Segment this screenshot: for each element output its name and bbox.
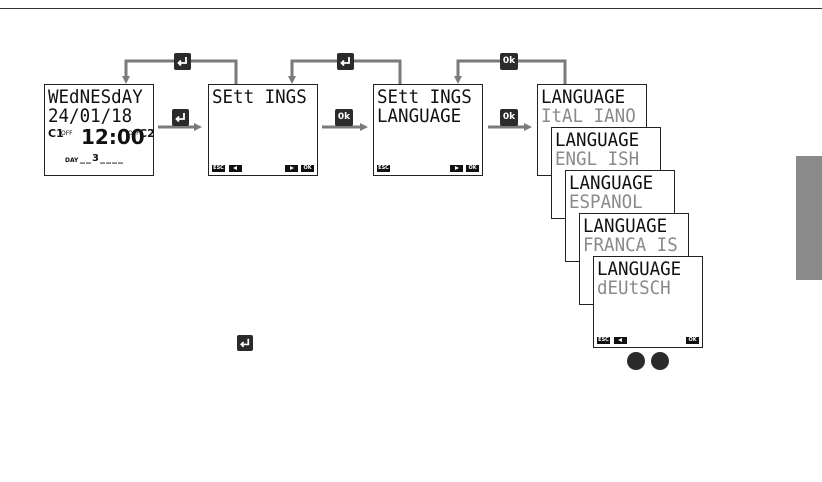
left-arrow-tag bbox=[614, 337, 627, 344]
home-date-text: 24/01/18 bbox=[48, 107, 132, 126]
settings-language-screen: SEtt INGS LANGUAGE ESC OK bbox=[373, 84, 483, 176]
right-arrow-tag bbox=[285, 165, 298, 172]
enter-key-forward[interactable] bbox=[172, 109, 189, 126]
language-value: dEUtSCH bbox=[597, 279, 671, 298]
day-value: __3____ bbox=[80, 153, 124, 164]
settings-title: SEtt INGS bbox=[212, 88, 307, 107]
right-arrow-tag bbox=[450, 165, 463, 172]
ok-key-forward-2[interactable]: 0k bbox=[500, 109, 518, 126]
channel2-label: C2 bbox=[139, 127, 155, 140]
enter-icon bbox=[237, 335, 253, 351]
language-value: ESPANOL bbox=[569, 193, 643, 212]
off2-label: OFF bbox=[128, 130, 140, 137]
esc-tag: ESC bbox=[212, 165, 225, 172]
enter-key-back-1[interactable] bbox=[174, 53, 191, 70]
esc-tag: ESC bbox=[377, 165, 390, 172]
day-label: DAY bbox=[65, 157, 78, 164]
ok-key-back-3[interactable]: 0k bbox=[500, 53, 518, 70]
enter-key-note[interactable] bbox=[237, 335, 253, 351]
enter-icon bbox=[172, 109, 189, 126]
settings-screen: SEtt INGS ESC OK bbox=[208, 84, 318, 176]
language-screen-deutsch: LANGUAGE dEUtSCH ESC OK bbox=[593, 256, 703, 348]
enter-key-back-2[interactable] bbox=[337, 53, 354, 70]
left-arrow-tag bbox=[229, 165, 242, 172]
ok-tag: OK bbox=[466, 165, 479, 172]
off1-label: OFF bbox=[61, 130, 73, 137]
ok-tag: OK bbox=[686, 337, 699, 344]
language-value: ItAL IANO bbox=[541, 107, 636, 126]
right-button[interactable] bbox=[651, 352, 669, 370]
home-time-text: 12:00 bbox=[81, 125, 145, 149]
ok-tag: OK bbox=[301, 165, 314, 172]
ok-key-forward-1[interactable]: 0k bbox=[335, 109, 353, 126]
language-value: ENGL ISH bbox=[555, 150, 639, 169]
settings-language-sub: LANGUAGE bbox=[377, 107, 461, 126]
home-screen: WEdNESdAY 24/01/18 C1 OFF 12:00 OFF C2 D… bbox=[44, 84, 154, 176]
enter-icon bbox=[174, 53, 191, 70]
esc-tag: ESC bbox=[597, 337, 610, 344]
left-button[interactable] bbox=[627, 352, 645, 370]
language-value: FRANCA IS bbox=[583, 236, 678, 255]
enter-icon bbox=[337, 53, 354, 70]
